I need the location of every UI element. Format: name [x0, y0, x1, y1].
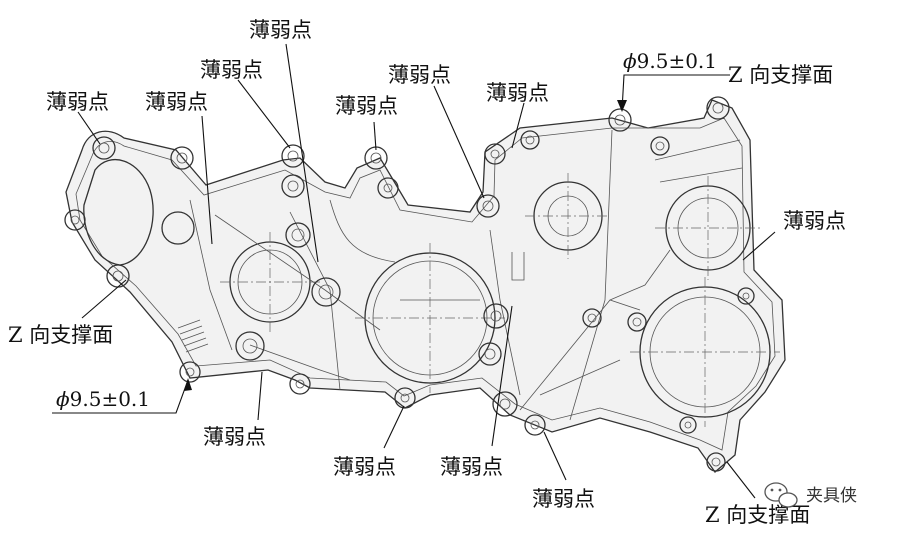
ribs	[189, 129, 743, 421]
spring-feature	[177, 319, 209, 353]
arrow-head-bottom	[184, 378, 192, 391]
thin-point-label-bottom-left: 薄弱点	[203, 425, 266, 449]
arrow-head-top	[617, 100, 627, 112]
thin-point-label-upper-left: 薄弱点	[200, 58, 263, 82]
cover-casting	[64, 96, 786, 473]
thin-point-label-bottom-center-right: 薄弱点	[440, 455, 503, 479]
thin-point-label-bottom-right: 薄弱点	[532, 487, 595, 511]
cover-inner-outline	[75, 117, 776, 451]
left-pocket	[83, 159, 154, 266]
cover-outline	[65, 99, 786, 473]
diameter-symbol: ϕ	[56, 387, 70, 411]
labels: 薄弱点 薄弱点 薄弱点 薄弱点 薄弱点 薄弱点 薄弱点 薄弱点 薄弱点 薄弱点 …	[8, 18, 846, 527]
leader-lines	[52, 43, 776, 499]
diameter-label-bottom: ϕ9.5±0.1	[56, 387, 150, 411]
thin-point-label-far-right: 薄弱点	[783, 209, 846, 233]
center-lines	[220, 173, 780, 427]
thin-point-label-left: 薄弱点	[46, 90, 109, 114]
diameter-symbol: ϕ	[623, 49, 637, 73]
bore-small-left	[161, 211, 195, 245]
thin-point-label-center-top: 薄弱点	[335, 94, 398, 118]
watermark-text: 夹具侠	[806, 486, 857, 506]
thin-point-label-right-top: 薄弱点	[486, 81, 549, 105]
thin-point-label-center-right: 薄弱点	[388, 63, 451, 87]
z-support-label-left: Z 向支撑面	[8, 323, 113, 347]
watermark: 夹具侠	[764, 482, 857, 508]
z-support-label-top-right: Z 向支撑面	[728, 63, 833, 87]
diameter-value: 9.5±0.1	[70, 387, 150, 411]
diameter-label-top: ϕ9.5±0.1	[623, 49, 717, 73]
wechat-icon	[764, 482, 798, 508]
thin-point-label-top: 薄弱点	[249, 18, 312, 42]
diameter-value: 9.5±0.1	[637, 49, 717, 73]
z-support-label-bottom-right: Z 向支撑面	[705, 503, 810, 527]
thin-point-label-left-inner: 薄弱点	[145, 90, 208, 114]
thin-point-label-bottom-center-left: 薄弱点	[333, 455, 396, 479]
